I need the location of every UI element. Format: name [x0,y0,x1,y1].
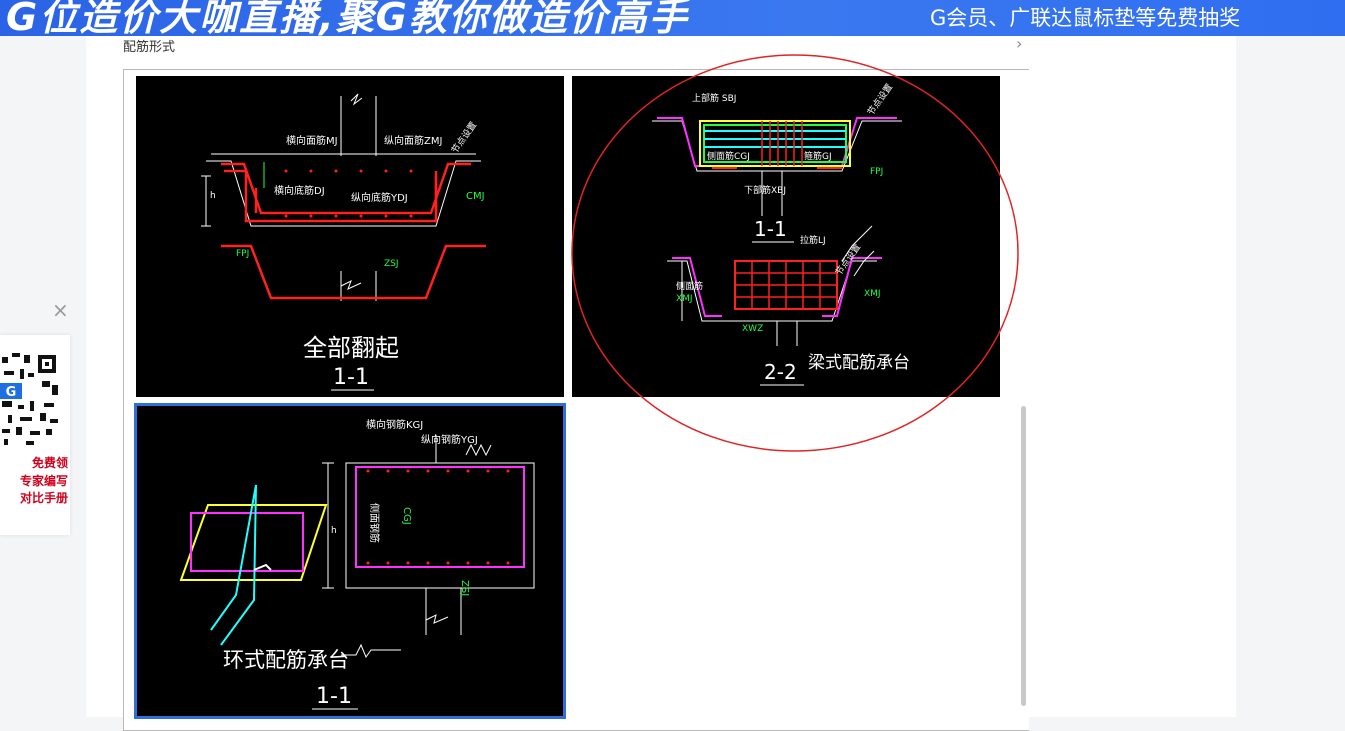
label-xmj-right: XMJ [864,289,881,299]
section-mark-bottom: 2-2 [764,360,797,384]
label-zmj: 纵向面筋ZMJ [384,134,442,147]
qr-code-icon: G [0,343,60,453]
close-icon[interactable]: × [52,298,69,322]
label-gj: 箍筋GJ [804,150,832,162]
label-cgj-3: CGJ [401,507,412,525]
ad-line-2: 专家编写 [19,474,68,488]
label-h-3: h [331,526,337,536]
label-lj: 拉筋LJ [800,234,826,246]
label-cmj: CMJ [466,191,485,202]
tile-beam-style-cap[interactable]: 上部筋 SBJ 侧面筋CGJ 箍筋GJ 下部筋XBJ FPJ 拉筋LJ 侧面筋 … [572,76,1000,397]
content-panel: 配筋形式 › [86,34,1236,731]
highlight-circle [571,54,1019,452]
cap-diagram-beam-style: 上部筋 SBJ 侧面筋CGJ 箍筋GJ 下部筋XBJ FPJ 拉筋LJ 侧面筋 … [652,82,910,386]
brand-logo: G [6,385,17,400]
label-ydj: 纵向底筋YDJ [351,191,408,204]
tile-full-flip[interactable]: 横向面筋MJ 纵向面筋ZMJ 横向底筋DJ 纵向底筋YDJ CMJ h FPJ … [136,76,564,397]
ad-line-3: 对比手册 [19,491,68,505]
label-side-steel: 侧面钢筋 [368,503,381,543]
floating-ad[interactable]: G 免费领 专家编写 对比手册 [0,335,70,535]
label-node-setting: 节点设置 [449,120,479,156]
label-xbj: 下部筋XBJ [744,184,786,196]
promo-banner[interactable]: G位造价大咖直播,聚G教你做造价高手 G会员、广联达鼠标垫等免费抽奖 [0,0,1345,36]
banner-subtitle: G会员、广联达鼠标垫等免费抽奖 [930,6,1241,30]
label-xmj: XMJ [676,294,693,304]
section-mark: 1-1 [333,365,369,390]
label-h: h [210,191,216,201]
section-mark-3: 1-1 [316,684,352,709]
section-title: 配筋形式 [123,40,176,55]
chevron-right-icon[interactable]: › [1016,34,1023,53]
tile-caption-3: 环式配筋承台 [223,648,349,672]
label-mj: 横向面筋MJ [286,134,338,147]
section-mark-top: 1-1 [754,217,787,241]
label-dj: 横向底筋DJ [274,184,325,197]
ad-line-1: 免费领 [31,456,68,470]
label-ygj: 纵向钢筋YGJ [421,433,478,446]
cap-diagram-ring-style: 横向钢筋KGJ 纵向钢筋YGJ 侧面钢筋 CGJ ZSJ h 环式配筋承台 1-… [179,418,535,710]
label-cgj: 侧面筋CGJ [707,150,750,162]
label-kgj: 横向钢筋KGJ [366,418,423,431]
tile-caption: 全部翻起 [303,334,399,362]
label-fpj-2: FPJ [870,167,883,177]
banner-slogan: G位造价大咖直播,聚G教你做造价高手 [6,0,689,36]
tile-ring-style-cap[interactable]: 横向钢筋KGJ 纵向钢筋YGJ 侧面钢筋 CGJ ZSJ h 环式配筋承台 1-… [134,403,566,719]
label-xwz: XWZ [742,324,763,334]
vertical-scrollbar[interactable] [1021,406,1026,706]
label-side-bar: 侧面筋 [676,280,703,292]
label-sbj: 上部筋 SBJ [692,92,736,104]
tile-caption-2: 梁式配筋承台 [808,353,910,373]
label-zsj: ZSJ [384,259,399,269]
cap-diagram-full-flip: 横向面筋MJ 纵向面筋ZMJ 横向底筋DJ 纵向底筋YDJ CMJ h FPJ … [201,93,486,391]
label-zsj-3: ZSJ [459,580,470,596]
label-fpj: FPJ [236,249,249,259]
